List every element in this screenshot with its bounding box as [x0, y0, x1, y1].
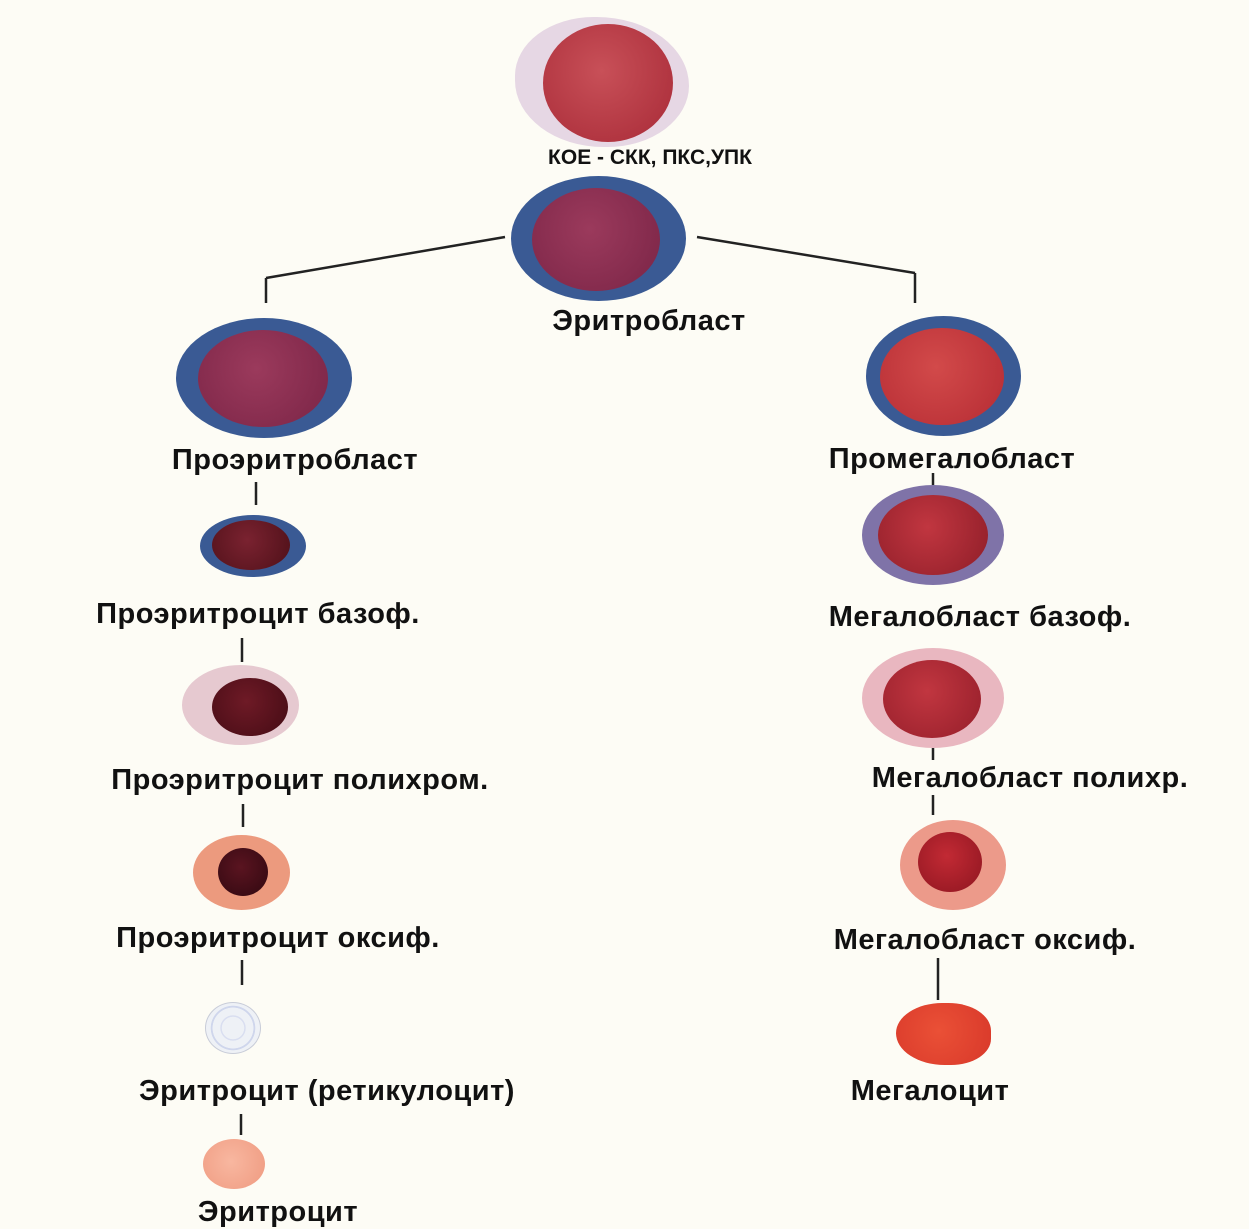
label-basophilic-megaloblast: Мегалобласт базоф. — [829, 601, 1132, 634]
label-promegaloblast: Промегалобласт — [829, 443, 1076, 476]
label-oxyphilic-proerythrocyte: Проэритроцит оксиф. — [116, 922, 440, 955]
label-reticulocyte: Эритроцит (ретикулоцит) — [139, 1075, 515, 1108]
erythroblast-nucleus — [532, 188, 660, 291]
label-proerythroblast: Проэритробласт — [172, 444, 418, 477]
proerythroblast-nucleus — [198, 330, 328, 427]
label-polychromatic-proerythrocyte: Проэритроцит полихром. — [111, 764, 488, 797]
connector-erythroblast-left — [266, 237, 505, 278]
label-polychromatic-megaloblast: Мегалобласт полихр. — [872, 762, 1189, 795]
label-erythrocyte: Эритроцит — [198, 1196, 358, 1229]
oxyphilic-proerythrocyte-nucleus — [218, 848, 268, 896]
megalocyte-cell — [896, 1003, 991, 1065]
label-stem: КОЕ - СКК, ПКС,УПК — [548, 146, 752, 170]
label-oxyphilic-megaloblast: Мегалобласт оксиф. — [834, 924, 1137, 957]
label-basophilic-proerythrocyte: Проэритроцит базоф. — [96, 598, 420, 631]
basophilic-megaloblast-nucleus — [878, 495, 988, 575]
reticulocyte-cell — [205, 1002, 261, 1054]
stem-cell-nucleus — [543, 24, 673, 142]
basophilic-proerythrocyte-nucleus — [212, 520, 290, 570]
connector-erythroblast-right — [697, 237, 915, 273]
polychromatic-megaloblast-nucleus — [883, 660, 981, 738]
promegaloblast-nucleus — [880, 328, 1004, 425]
erythrocyte-cell — [203, 1139, 265, 1189]
label-erythroblast: Эритробласт — [552, 305, 745, 338]
polychromatic-proerythrocyte-nucleus — [212, 678, 288, 736]
label-megalocyte: Мегалоцит — [851, 1075, 1010, 1108]
oxyphilic-megaloblast-nucleus — [918, 832, 982, 892]
